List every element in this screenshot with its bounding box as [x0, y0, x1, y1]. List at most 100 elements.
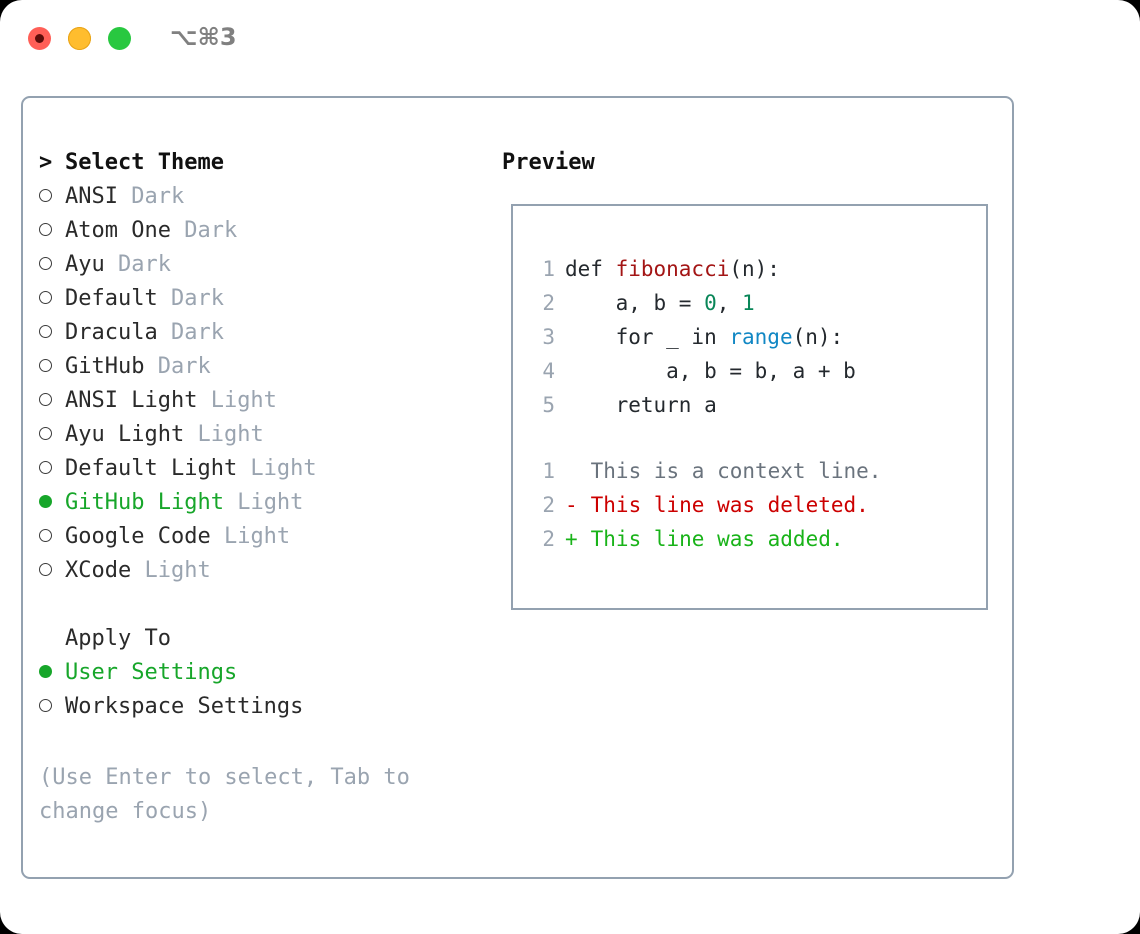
diff-sign: +: [565, 527, 578, 551]
radio-dot: [39, 494, 52, 508]
code-token: fibonacci: [615, 257, 730, 281]
theme-variant-badge: Dark: [104, 252, 171, 277]
apply-to-header-label: Apply To: [65, 626, 171, 651]
diff-text: This is a context line.: [578, 459, 882, 483]
diff-sign: [565, 454, 578, 488]
code-token: def: [565, 257, 616, 281]
theme-option-label: GitHub: [65, 354, 145, 379]
radio-dot: [39, 528, 52, 542]
code-token: a, b =: [565, 291, 705, 315]
apply-to-header: Apply To: [39, 622, 479, 656]
code-token: (n):: [729, 257, 780, 281]
code-token: range: [729, 325, 793, 349]
theme-option-default-light[interactable]: Default Light Light: [39, 452, 479, 486]
theme-option-label: Atom One: [65, 218, 171, 243]
code-token: ,: [716, 291, 743, 315]
radio-dot: [39, 324, 52, 338]
code-token: 0: [704, 291, 717, 315]
code-line: 1 def fibonacci(n):: [531, 252, 881, 286]
zoom-button[interactable]: [108, 27, 131, 50]
radio-unselected-icon: [39, 350, 65, 384]
line-number: 4: [542, 359, 555, 383]
theme-option-xcode[interactable]: XCode Light: [39, 554, 479, 588]
theme-variant-badge: Light: [223, 490, 304, 515]
diff-text: This line was deleted.: [578, 493, 869, 517]
theme-option-dracula[interactable]: Dracula Dark: [39, 316, 479, 350]
radio-unselected-icon: [39, 316, 65, 350]
radio-unselected-icon: [39, 520, 65, 554]
radio-unselected-icon: [39, 214, 65, 248]
theme-variant-badge: Light: [237, 456, 317, 481]
theme-variant-badge: Light: [197, 388, 277, 413]
line-number: 2: [542, 291, 555, 315]
diff-text: This line was added.: [578, 527, 844, 551]
line-number: 1: [542, 459, 555, 483]
title-bar: ⌥⌘3: [0, 0, 1140, 78]
close-icon: [35, 34, 44, 43]
theme-option-label: Default: [65, 286, 158, 311]
radio-unselected-icon: [39, 384, 65, 418]
radio-dot: [39, 222, 52, 236]
radio-dot: [39, 562, 52, 576]
code-line: 4 a, b = b, a + b: [531, 354, 881, 388]
code-token: for _ in: [565, 325, 730, 349]
theme-option-label: Google Code: [65, 524, 211, 549]
theme-variant-badge: Light: [184, 422, 264, 447]
radio-dot: [39, 290, 52, 304]
theme-variant-badge: Dark: [144, 354, 211, 379]
theme-list-header-label: Select Theme: [65, 150, 224, 175]
line-number: 1: [542, 257, 555, 281]
code-line: 3 for _ in range(n):: [531, 320, 881, 354]
code-token: (n):: [792, 325, 844, 349]
prompt-caret-icon: >: [39, 150, 53, 175]
theme-variant-badge: Dark: [170, 218, 238, 243]
radio-dot: [39, 392, 52, 406]
line-number: 5: [542, 393, 555, 417]
theme-option-ayu-light[interactable]: Ayu Light Light: [39, 418, 479, 452]
keyboard-shortcut-label: ⌥⌘3: [170, 23, 237, 51]
theme-variant-badge: Dark: [157, 320, 224, 345]
radio-unselected-icon: [39, 180, 65, 214]
theme-option-ansi-light[interactable]: ANSI Light Light: [39, 384, 479, 418]
diff-sign: -: [565, 493, 578, 517]
apply-to-option-label: Workspace Settings: [65, 694, 304, 719]
code-token: a, b = b, a + b: [565, 359, 856, 383]
radio-selected-icon: [39, 486, 65, 520]
theme-variant-badge: Light: [131, 558, 211, 583]
theme-option-label: Dracula: [65, 320, 158, 345]
radio-dot: [39, 664, 52, 678]
radio-dot: [39, 698, 52, 712]
preview-header-label: Preview: [502, 150, 595, 175]
theme-option-ansi[interactable]: ANSI Dark: [39, 180, 479, 214]
minimize-button[interactable]: [68, 27, 91, 50]
radio-unselected-icon: [39, 248, 65, 282]
theme-option-atom-one[interactable]: Atom One Dark: [39, 214, 479, 248]
theme-option-label: XCode: [65, 558, 132, 583]
diff-line-context: 1 This is a context line.: [531, 454, 881, 488]
keyboard-hint-text: (Use Enter to select, Tab to change focu…: [39, 765, 410, 824]
theme-option-github[interactable]: GitHub Dark: [39, 350, 479, 384]
theme-variant-badge: Dark: [117, 184, 185, 209]
theme-option-ayu[interactable]: Ayu Dark: [39, 248, 479, 282]
diff-line-deleted: 2- This line was deleted.: [531, 488, 881, 522]
radio-dot: [39, 188, 52, 202]
diff-line-added: 2+ This line was added.: [531, 522, 881, 556]
theme-option-label: GitHub Light: [65, 490, 224, 515]
radio-unselected-icon: [39, 554, 65, 588]
theme-option-github-light[interactable]: GitHub Light Light: [39, 486, 479, 520]
code-line: 2 a, b = 0, 1: [531, 286, 881, 320]
apply-to-option-workspace-settings[interactable]: Workspace Settings: [39, 690, 479, 724]
radio-dot: [39, 460, 52, 474]
radio-dot: [39, 256, 52, 270]
theme-variant-badge: Dark: [157, 286, 224, 311]
theme-option-google-code[interactable]: Google Code Light: [39, 520, 479, 554]
apply-to-option-label: User Settings: [65, 660, 238, 685]
line-number: 3: [542, 325, 555, 349]
apply-to-option-user-settings[interactable]: User Settings: [39, 656, 479, 690]
code-diff-separator: [531, 422, 881, 454]
theme-option-default[interactable]: Default Dark: [39, 282, 479, 316]
theme-option-label: Default Light: [65, 456, 238, 481]
